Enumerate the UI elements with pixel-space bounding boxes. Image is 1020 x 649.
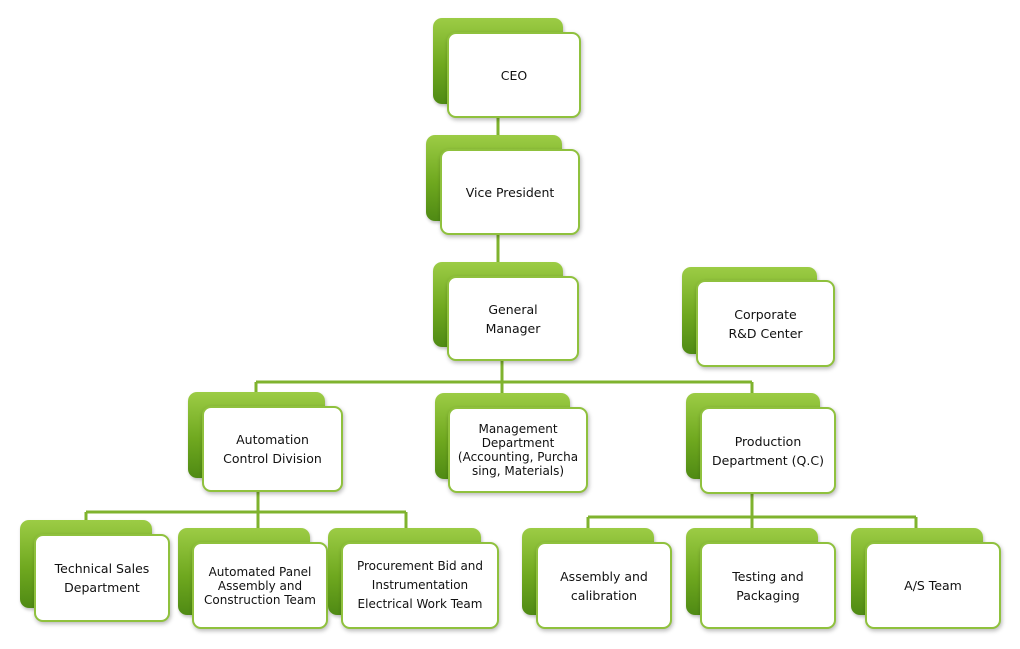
node-automation-division-label: Automation Control Division [202, 406, 343, 492]
node-as-team: A/S Team [851, 528, 1001, 629]
node-assembly-calibration: Assembly and calibration [522, 528, 672, 629]
node-as-team-label: A/S Team [865, 542, 1001, 629]
node-automation-division: Automation Control Division [188, 392, 343, 492]
node-technical-sales-label: Technical Sales Department [34, 534, 170, 622]
node-ceo: CEO [433, 18, 581, 118]
connector-gm-departments [254, 360, 754, 396]
node-production-department: Production Department (Q.C) [686, 393, 836, 494]
node-testing-packaging-label: Testing and Packaging [700, 542, 836, 629]
node-panel-assembly-label: Automated Panel Assembly and Constructio… [192, 542, 328, 629]
node-procurement-bid: Procurement Bid and Instrumentation Elec… [328, 528, 499, 629]
node-rnd-center-label: Corporate R&D Center [696, 280, 835, 367]
node-testing-packaging: Testing and Packaging [686, 528, 836, 629]
node-management-department: Management Department (Accounting, Purch… [435, 393, 588, 493]
node-vice-president-label: Vice President [440, 149, 580, 235]
node-procurement-bid-label: Procurement Bid and Instrumentation Elec… [341, 542, 499, 629]
node-production-department-label: Production Department (Q.C) [700, 407, 836, 494]
connector-automation-teams [84, 490, 408, 530]
node-ceo-label: CEO [447, 32, 581, 118]
node-general-manager-label: General Manager [447, 276, 579, 361]
node-management-department-label: Management Department (Accounting, Purch… [448, 407, 588, 493]
connector-production-teams [586, 492, 918, 530]
node-panel-assembly: Automated Panel Assembly and Constructio… [178, 528, 328, 629]
node-vice-president: Vice President [426, 135, 580, 235]
node-general-manager: General Manager [433, 262, 579, 361]
node-assembly-calibration-label: Assembly and calibration [536, 542, 672, 629]
node-rnd-center: Corporate R&D Center [682, 267, 835, 367]
node-technical-sales: Technical Sales Department [20, 520, 170, 622]
